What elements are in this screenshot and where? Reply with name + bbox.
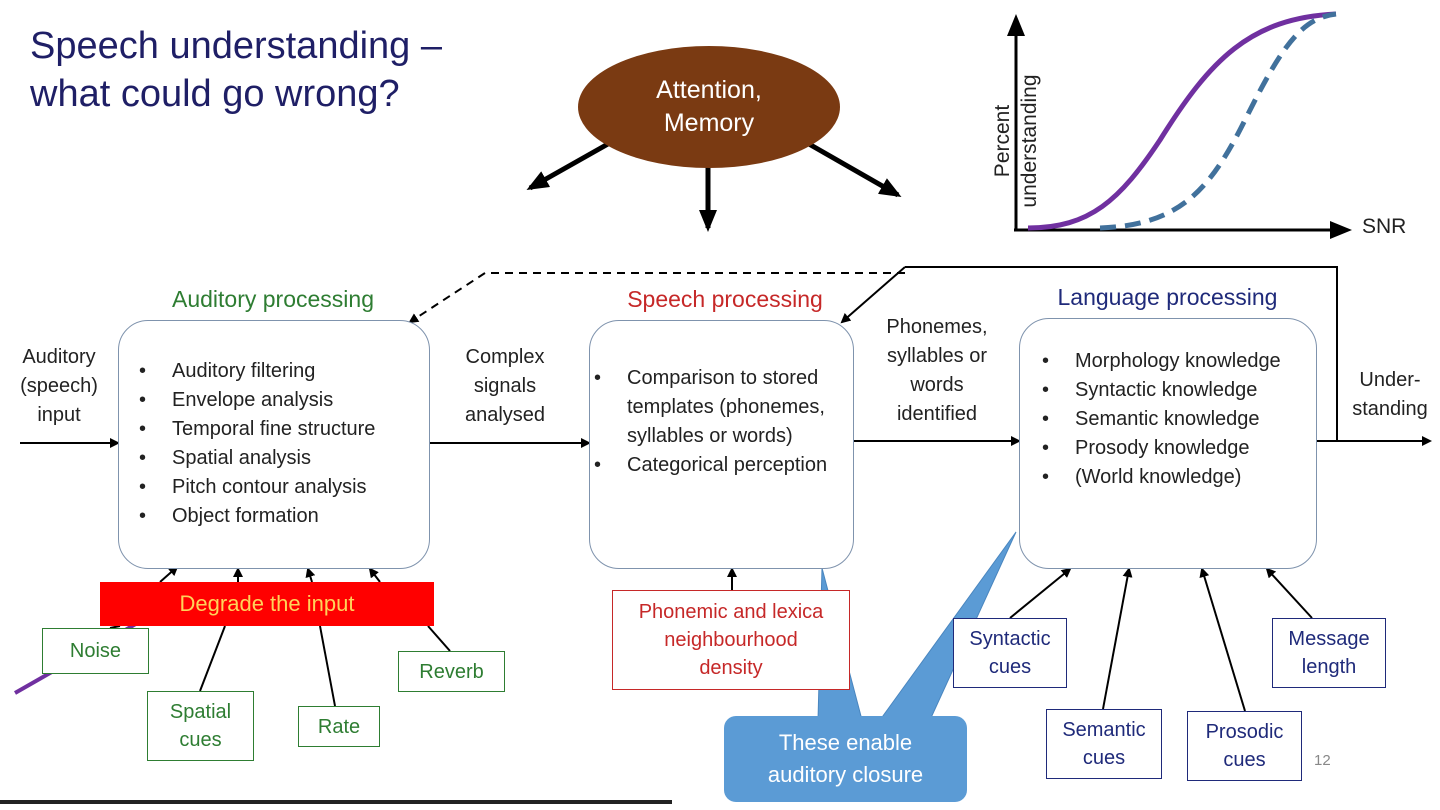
prosodic-arrow bbox=[1199, 567, 1246, 712]
rate-label: Rate bbox=[317, 715, 361, 738]
phonemes-line-3: words bbox=[910, 374, 964, 396]
speech-item: Categorical perception bbox=[594, 451, 849, 480]
noise-label: Noise bbox=[69, 640, 122, 662]
attention-memory-ellipse: Attention, Memory bbox=[578, 46, 840, 168]
slide-title-line-1: Speech understanding – bbox=[30, 25, 442, 67]
auditory-item: Spatial analysis bbox=[139, 444, 375, 473]
input-label: Auditory (speech) input bbox=[4, 343, 114, 430]
language-item: Prosody knowledge bbox=[1042, 434, 1281, 463]
language-item: Morphology knowledge bbox=[1042, 347, 1281, 376]
language-item: (World knowledge) bbox=[1042, 463, 1281, 492]
auditory-closure-callout: These enable auditory closure bbox=[724, 716, 967, 802]
rate-cue-box: Rate bbox=[298, 706, 380, 747]
callout-line-2: auditory closure bbox=[767, 762, 924, 787]
attention-arrow-right bbox=[800, 137, 902, 198]
language-item: Syntactic knowledge bbox=[1042, 376, 1281, 405]
reverb-cue-box: Reverb bbox=[398, 651, 505, 692]
message-line-2: length bbox=[1301, 656, 1357, 678]
graph-curve-dashed bbox=[1099, 11, 1337, 231]
message-line-1: Message bbox=[1288, 628, 1370, 650]
complex-line-1: Complex bbox=[465, 346, 545, 368]
semantic-arrow bbox=[1102, 567, 1133, 710]
message-length-box: Message length bbox=[1272, 618, 1386, 688]
phonemes-line-1: Phonemes, bbox=[886, 316, 988, 338]
phonemic-line-2: neighbourhood bbox=[664, 629, 798, 651]
page-number: 12 bbox=[1314, 752, 1331, 769]
language-processing-box: Morphology knowledge Syntactic knowledge… bbox=[1019, 318, 1317, 569]
language-item: Semantic knowledge bbox=[1042, 405, 1281, 434]
attention-arrow-left bbox=[526, 137, 617, 191]
language-processing-title: Language processing bbox=[1057, 284, 1278, 310]
spatial-cues-box: Spatial cues bbox=[147, 691, 254, 761]
auditory-item: Pitch contour analysis bbox=[139, 473, 375, 502]
speech-processing-title: Speech processing bbox=[627, 286, 823, 312]
auditory-item: Object formation bbox=[139, 502, 375, 531]
spatial-line bbox=[199, 625, 226, 692]
auditory-processing-title: Auditory processing bbox=[172, 286, 374, 312]
complex-line-2: signals bbox=[473, 375, 537, 397]
phonemic-line-3: density bbox=[699, 657, 763, 679]
phonemes-line-2: syllables or bbox=[886, 345, 988, 367]
syntactic-line-1: Syntactic bbox=[969, 628, 1051, 650]
complex-line-3: analysed bbox=[464, 404, 546, 426]
noise-cue-box: Noise bbox=[42, 628, 149, 674]
prosodic-line-1: Prosodic bbox=[1205, 721, 1284, 743]
understanding-line-2: standing bbox=[1352, 398, 1428, 420]
rate-line bbox=[319, 625, 336, 707]
graph-curve-solid bbox=[1027, 11, 1337, 231]
semantic-line-1: Semantic bbox=[1062, 719, 1146, 741]
language-list: Morphology knowledge Syntactic knowledge… bbox=[1042, 347, 1281, 492]
input-label-line-3: input bbox=[37, 404, 81, 426]
auditory-item: Temporal fine structure bbox=[139, 415, 375, 444]
degrade-arrow-1 bbox=[159, 565, 179, 583]
callout-line-1: These enable bbox=[778, 730, 913, 755]
attention-label: Attention, bbox=[656, 76, 762, 104]
degrade-input-bar: Degrade the input bbox=[100, 582, 434, 626]
memory-label: Memory bbox=[663, 109, 755, 137]
spatial-line-1: Spatial bbox=[169, 701, 232, 723]
complex-signals-label: Complex signals analysed bbox=[440, 343, 570, 430]
graph-x-label: SNR bbox=[1362, 215, 1407, 238]
slide-title: Speech understanding – what could go wro… bbox=[30, 22, 550, 118]
speech-item: Comparison to stored templates (phonemes… bbox=[594, 364, 849, 451]
phonemes-line-4: identified bbox=[896, 403, 978, 425]
speech-list: Comparison to stored templates (phonemes… bbox=[594, 364, 849, 480]
spatial-line-2: cues bbox=[179, 729, 222, 751]
auditory-item: Envelope analysis bbox=[139, 386, 375, 415]
understanding-line-1: Under- bbox=[1359, 369, 1421, 391]
syntactic-arrow bbox=[1009, 567, 1072, 619]
feedback-line bbox=[905, 266, 1338, 441]
feedback-dashed-line bbox=[408, 272, 905, 324]
degrade-arrow-4 bbox=[368, 567, 381, 583]
semantic-cues-box: Semantic cues bbox=[1046, 709, 1162, 779]
prosodic-line-2: cues bbox=[1223, 749, 1266, 771]
syntactic-cues-box: Syntactic cues bbox=[953, 618, 1067, 688]
input-label-line-1: Auditory bbox=[22, 346, 96, 368]
slide-title-line-2: what could go wrong? bbox=[30, 73, 400, 115]
degrade-arrow-3 bbox=[305, 567, 316, 583]
syntactic-line-2: cues bbox=[988, 656, 1032, 678]
auditory-item: Auditory filtering bbox=[139, 357, 375, 386]
semantic-line-2: cues bbox=[1082, 747, 1126, 769]
graph-y-label: Percent understanding bbox=[989, 31, 1043, 251]
reverb-line bbox=[427, 625, 451, 652]
graph-y-label-line-1: Percent bbox=[991, 104, 1014, 178]
reverb-label: Reverb bbox=[419, 660, 484, 683]
auditory-list: Auditory filtering Envelope analysis Tem… bbox=[139, 357, 375, 531]
message-arrow bbox=[1265, 567, 1313, 619]
bottom-divider bbox=[0, 800, 672, 804]
phonemic-density-box: Phonemic and lexica neighbourhood densit… bbox=[612, 590, 850, 690]
graph-y-label-line-2: understanding bbox=[1018, 74, 1041, 208]
feedback-to-speech-arrow bbox=[840, 266, 906, 324]
noise-line bbox=[109, 625, 121, 629]
understanding-label: Under- standing bbox=[1340, 366, 1440, 424]
prosodic-cues-box: Prosodic cues bbox=[1187, 711, 1302, 781]
phonemic-line-1: Phonemic and lexica bbox=[638, 601, 824, 623]
auditory-processing-box: Auditory filtering Envelope analysis Tem… bbox=[118, 320, 430, 569]
phonemes-label: Phonemes, syllables or words identified bbox=[862, 313, 1012, 429]
input-label-line-2: (speech) bbox=[20, 375, 98, 397]
speech-processing-box: Comparison to stored templates (phonemes… bbox=[589, 320, 854, 569]
